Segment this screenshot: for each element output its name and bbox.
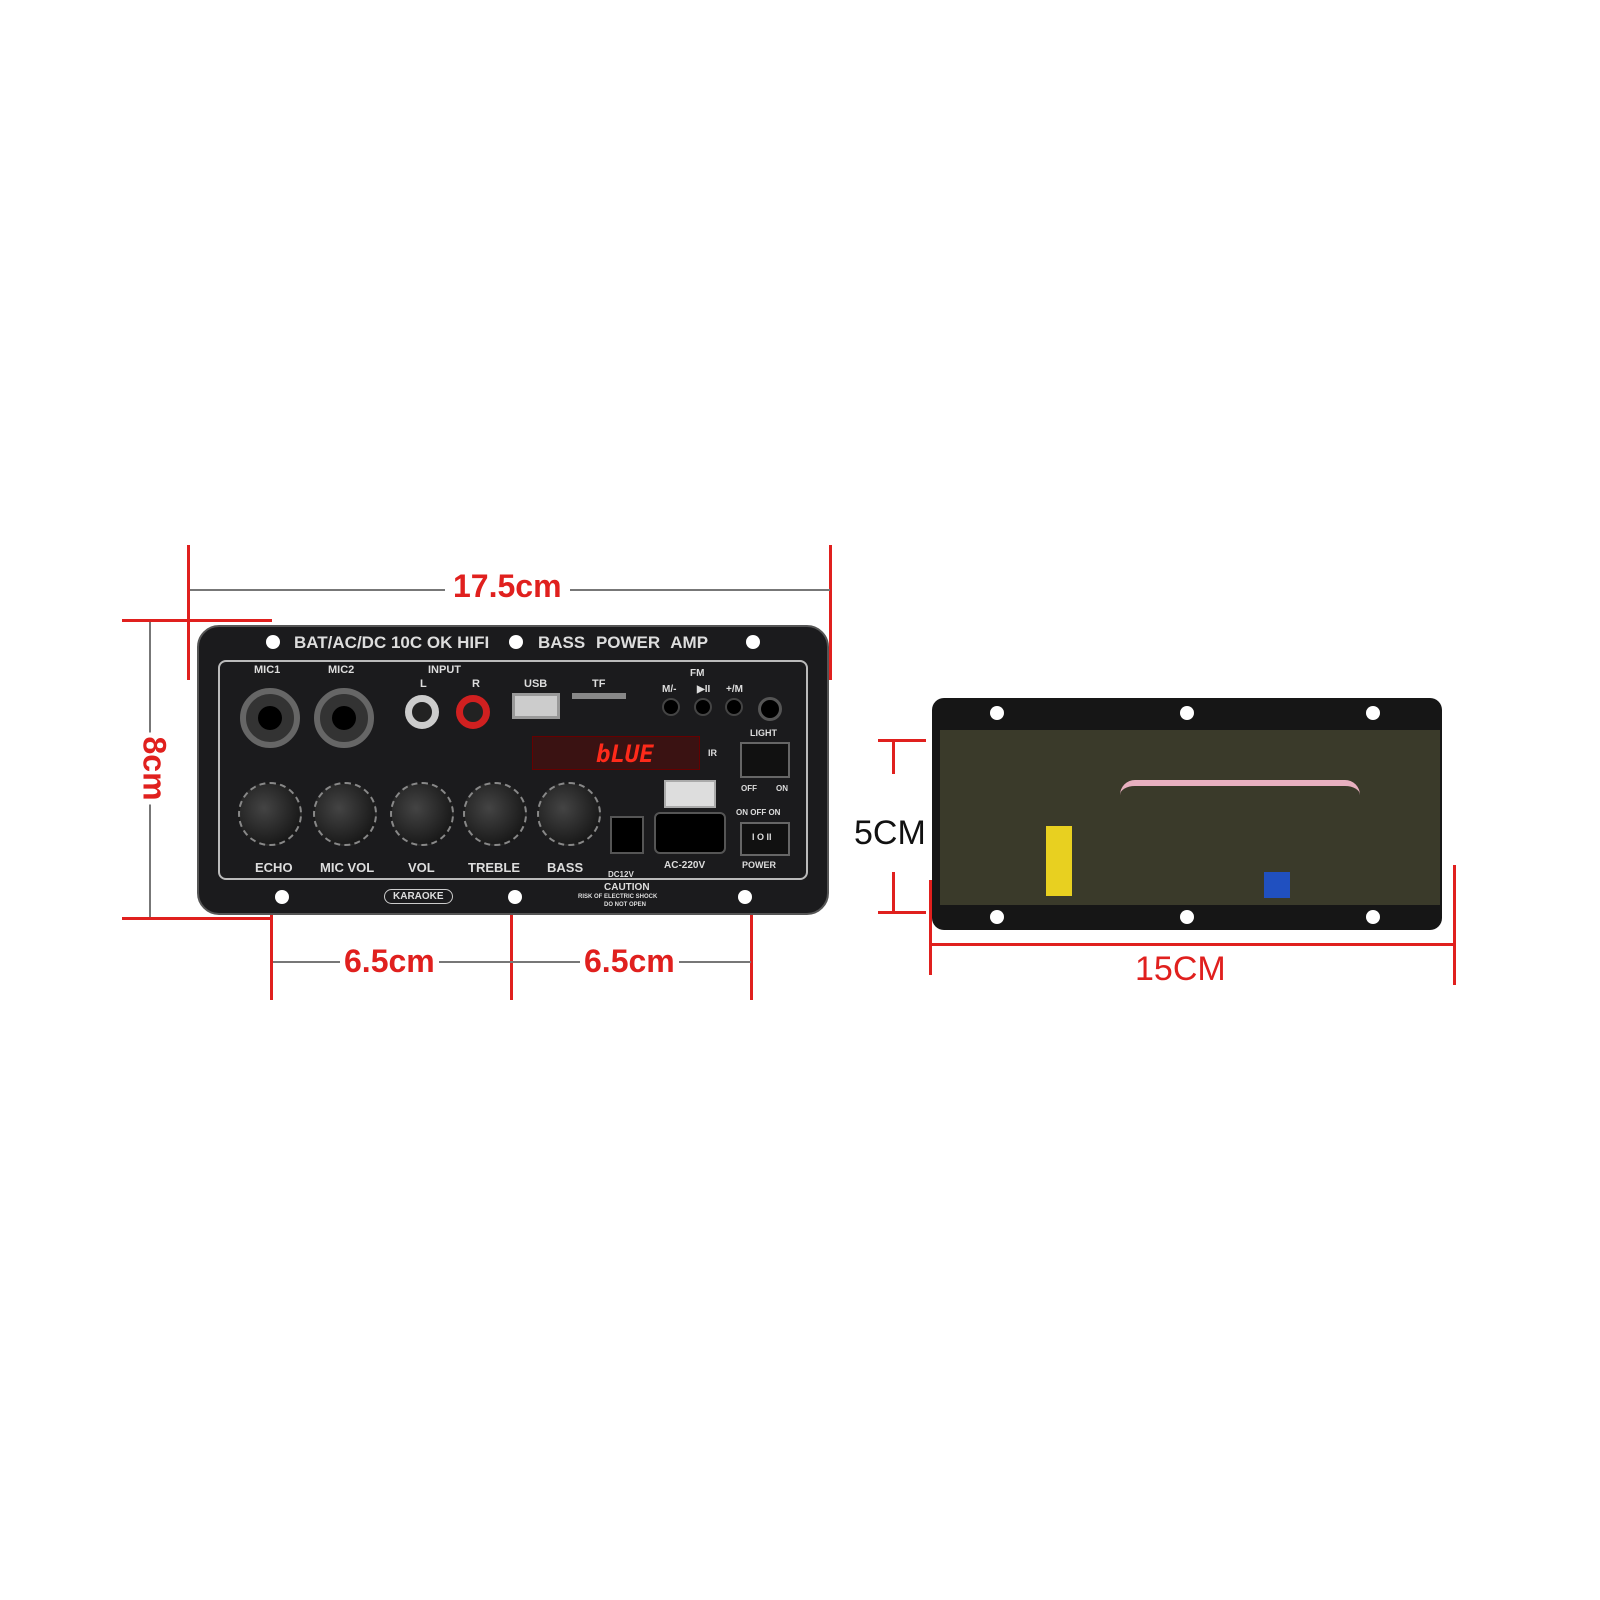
spacing-right-label: 6.5cm <box>580 943 679 980</box>
caution-label: CAUTION <box>604 882 650 893</box>
dc-jack[interactable] <box>610 816 644 854</box>
mount-hole <box>266 635 280 649</box>
usb-label: USB <box>524 678 548 690</box>
depth-tick-bottom <box>878 911 926 914</box>
input-l-label: L <box>420 678 427 690</box>
battery-logo-icon <box>664 780 716 808</box>
mic2-jack[interactable] <box>314 688 374 748</box>
depth-line-bottom <box>892 872 895 912</box>
depth-label: 5CM <box>854 814 926 852</box>
echo-knob[interactable] <box>238 782 302 846</box>
mount-hole <box>1180 706 1194 720</box>
spacing-line <box>273 961 751 963</box>
length-tick-left <box>929 880 932 975</box>
input-r-label: R <box>472 678 480 690</box>
mount-hole <box>738 890 752 904</box>
height-label: 8cm <box>135 732 173 805</box>
height-tick-top <box>122 619 272 622</box>
power-switch-marks: I O II <box>752 832 772 842</box>
mount-hole <box>508 890 522 904</box>
width-label: 17.5cm <box>445 568 570 605</box>
width-tick-left <box>187 545 190 680</box>
ribbon-cable <box>1120 780 1360 810</box>
spacing-tick-2 <box>510 890 513 1000</box>
depth-tick-top <box>878 739 926 742</box>
aux-jack[interactable] <box>758 697 782 721</box>
echo-label: ECHO <box>255 860 293 875</box>
length-line <box>932 943 1453 946</box>
input-label: INPUT <box>428 664 461 676</box>
depth-line-top <box>892 742 895 774</box>
led-display <box>532 736 700 770</box>
treble-knob[interactable] <box>463 782 527 846</box>
mount-hole <box>509 635 523 649</box>
ir-label: IR <box>708 748 717 758</box>
caution-sub2: DO NOT OPEN <box>604 902 647 908</box>
mic2-label: MIC2 <box>328 664 355 676</box>
next-label: +/M <box>726 684 743 695</box>
light-switch[interactable] <box>740 742 790 778</box>
bass-label: BASS <box>547 860 584 875</box>
ac-socket[interactable] <box>654 812 726 854</box>
spacing-left-label: 6.5cm <box>340 943 439 980</box>
mic1-jack[interactable] <box>240 688 300 748</box>
mount-hole <box>746 635 760 649</box>
width-tick-right <box>829 545 832 680</box>
prev-label: M/- <box>662 684 677 695</box>
circuit-board <box>940 730 1440 905</box>
mount-hole <box>990 910 1004 924</box>
vol-label: VOL <box>408 860 435 875</box>
caution-sub1: RISK OF ELECTRIC SHOCK <box>578 894 658 900</box>
panel-inner-frame <box>218 660 808 880</box>
length-tick-right <box>1453 865 1456 985</box>
amplifier-front-panel <box>197 625 829 915</box>
mount-hole <box>1366 706 1380 720</box>
mic1-label: MIC1 <box>254 664 281 676</box>
light-label: LIGHT <box>750 728 777 738</box>
mount-hole <box>1366 910 1380 924</box>
power-label: POWER <box>742 860 777 870</box>
height-tick-bottom <box>122 917 272 920</box>
mount-hole <box>1180 910 1194 924</box>
dc-label: DC12V <box>608 870 634 879</box>
power-switch[interactable] <box>740 822 790 856</box>
potentiometer <box>1264 872 1290 898</box>
play-pause-button[interactable] <box>694 698 712 716</box>
mic-vol-knob[interactable] <box>313 782 377 846</box>
light-off-label: OFF <box>741 784 757 793</box>
rca-left-jack[interactable] <box>405 695 439 729</box>
karaoke-logo: KARAOKE <box>384 889 453 904</box>
usb-port[interactable] <box>512 693 560 719</box>
length-label: 15CM <box>1135 950 1226 988</box>
treble-label: TREBLE <box>468 860 520 875</box>
spacing-tick-1 <box>270 890 273 1000</box>
mount-hole <box>275 890 289 904</box>
mic-vol-label: MIC VOL <box>320 860 375 875</box>
play-label: ▶II <box>697 684 711 695</box>
rca-right-jack[interactable] <box>456 695 490 729</box>
vol-knob[interactable] <box>390 782 454 846</box>
mount-hole <box>990 706 1004 720</box>
panel-title-left: BAT/AC/DC 10C OK HIFI <box>294 633 490 652</box>
display-text: bLUE <box>596 740 654 768</box>
next-button[interactable] <box>725 698 743 716</box>
bass-knob[interactable] <box>537 782 601 846</box>
prev-button[interactable] <box>662 698 680 716</box>
tf-slot[interactable] <box>572 693 626 699</box>
spacing-tick-3 <box>750 890 753 1000</box>
ac-label: AC-220V <box>664 860 706 871</box>
on-off-on-label: ON OFF ON <box>736 808 781 817</box>
capacitor <box>1046 826 1072 896</box>
fm-label: FM <box>690 668 705 679</box>
light-on-label: ON <box>776 784 788 793</box>
panel-title-right: BASS POWER AMP <box>538 633 709 652</box>
tf-label: TF <box>592 678 606 690</box>
